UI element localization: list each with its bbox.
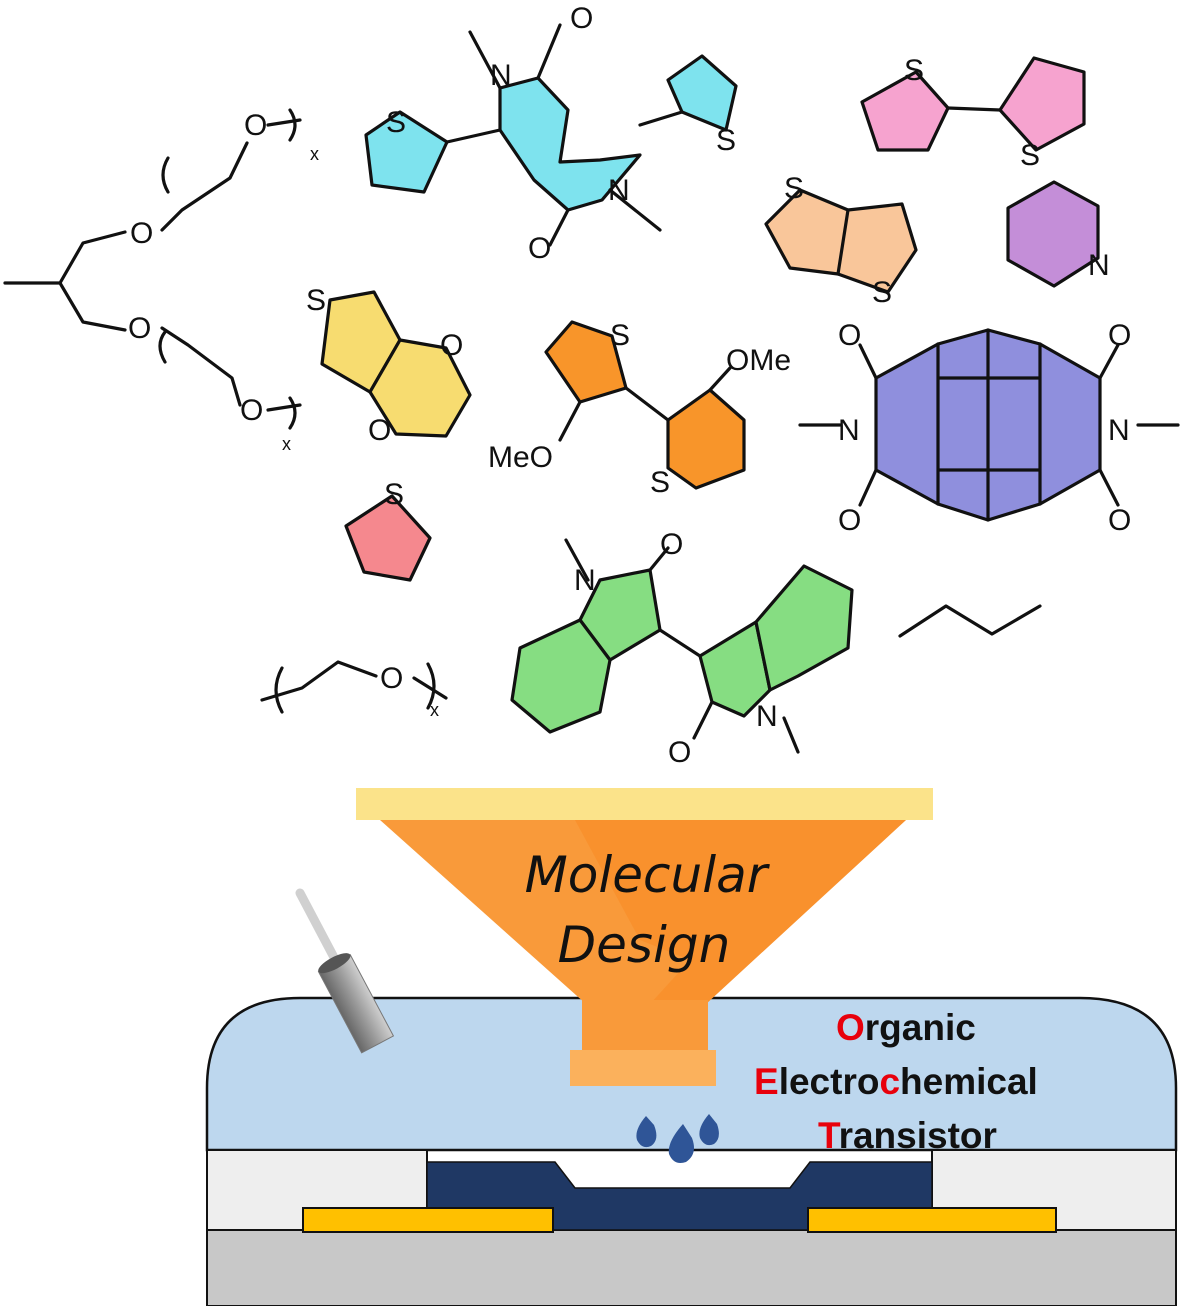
- atom-s: S: [904, 54, 924, 87]
- group-ome: OMe: [726, 344, 791, 377]
- edot-dioxane: [368, 338, 472, 438]
- dpp-thiophene-right: [666, 54, 738, 132]
- atom-o: O: [1108, 319, 1131, 352]
- dpp-molecule: N N O O S S: [364, 2, 738, 265]
- peg-repeat-unit: O x: [260, 660, 448, 720]
- dimethoxy-thiophene-lower: [666, 388, 746, 490]
- atom-o: O: [528, 232, 551, 265]
- gate-electrode: [295, 888, 395, 1054]
- funnel-text-molecular: Molecular: [525, 846, 771, 904]
- atom-n: N: [490, 59, 512, 92]
- atom-o: O: [1108, 504, 1131, 537]
- bithiophene-molecule: S S: [860, 54, 1086, 172]
- atom-n: N: [608, 174, 630, 207]
- atom-o: O: [240, 394, 263, 427]
- isoindigo-lactam-left: [578, 568, 662, 662]
- atom-s: S: [384, 478, 404, 511]
- label-line-transistor: Transistor: [818, 1115, 997, 1156]
- edot-molecule: S O O: [306, 284, 472, 447]
- subscript-x: x: [430, 700, 439, 720]
- dpp-thiophene-left: [364, 110, 449, 194]
- subscript-x: x: [282, 434, 291, 454]
- atom-n: N: [1108, 414, 1130, 447]
- atom-n: N: [574, 564, 596, 597]
- atom-o: O: [440, 329, 463, 362]
- dimethoxy-thiophene-upper: [544, 320, 628, 404]
- atom-s: S: [716, 124, 736, 157]
- droplet: [636, 1116, 657, 1148]
- dpp-core: [498, 76, 642, 212]
- atom-o: O: [244, 109, 267, 142]
- atom-s: S: [306, 284, 326, 317]
- atom-n: N: [1088, 249, 1110, 282]
- funnel-spout: [582, 1000, 708, 1052]
- thiophene-molecule: S: [344, 478, 432, 582]
- isoindigo-molecule: N O N O: [510, 528, 854, 769]
- atom-o: O: [838, 504, 861, 537]
- thienothiophene-molecule: S S: [764, 172, 918, 309]
- atom-o: O: [668, 736, 691, 769]
- glycol-branched-sidechain: O O O O x x: [3, 108, 319, 454]
- atom-s: S: [784, 172, 804, 205]
- ndi-molecule: N N O O O O: [798, 319, 1180, 537]
- isoindigo-benzene-right: [754, 564, 854, 692]
- droplet: [699, 1114, 719, 1146]
- atom-n: N: [838, 414, 860, 447]
- bithiophene-ring-left: [860, 70, 950, 152]
- alkyl-chain: [898, 604, 1042, 638]
- pyridine-ring: [1006, 180, 1100, 288]
- funnel-spout-tip: [570, 1050, 716, 1086]
- isoindigo-lactam-right: [698, 620, 772, 718]
- droplet: [668, 1124, 694, 1163]
- droplets: [636, 1114, 719, 1163]
- atom-o: O: [130, 217, 153, 250]
- atom-o: O: [660, 528, 683, 561]
- thienothiophene-ring: [764, 188, 918, 294]
- atom-s: S: [1020, 139, 1040, 172]
- substrate: [206, 1229, 1177, 1307]
- atom-s: S: [650, 466, 670, 499]
- dimethoxy-bithiophene-molecule: S S OMe MeO: [488, 319, 791, 499]
- funnel-text-design: Design: [558, 916, 731, 974]
- source-contact: [302, 1207, 554, 1233]
- funnel-rim: [356, 788, 933, 820]
- drain-contact: [807, 1207, 1057, 1233]
- atom-s: S: [386, 106, 406, 139]
- oect-label: Organic Electrochemical Transistor: [754, 1007, 1038, 1156]
- atom-o: O: [128, 312, 151, 345]
- funnel-highlight: [575, 820, 906, 1004]
- subscript-x: x: [310, 144, 319, 164]
- thiophene-ring: [344, 494, 432, 582]
- atom-o: O: [368, 414, 391, 447]
- atom-n: N: [756, 700, 778, 733]
- pyridine-molecule: N: [1006, 180, 1110, 288]
- label-line-organic: Organic: [836, 1007, 976, 1048]
- atom-s: S: [610, 319, 630, 352]
- atom-o: O: [838, 319, 861, 352]
- atom-o: O: [380, 662, 403, 695]
- label-line-electrochemical: Electrochemical: [754, 1061, 1038, 1102]
- group-meo: MeO: [488, 441, 553, 474]
- isoindigo-benzene-left: [510, 618, 612, 734]
- funnel: Molecular Design: [356, 788, 933, 1086]
- atom-o: O: [570, 2, 593, 35]
- atom-s: S: [872, 276, 892, 309]
- bithiophene-ring-right: [998, 56, 1086, 152]
